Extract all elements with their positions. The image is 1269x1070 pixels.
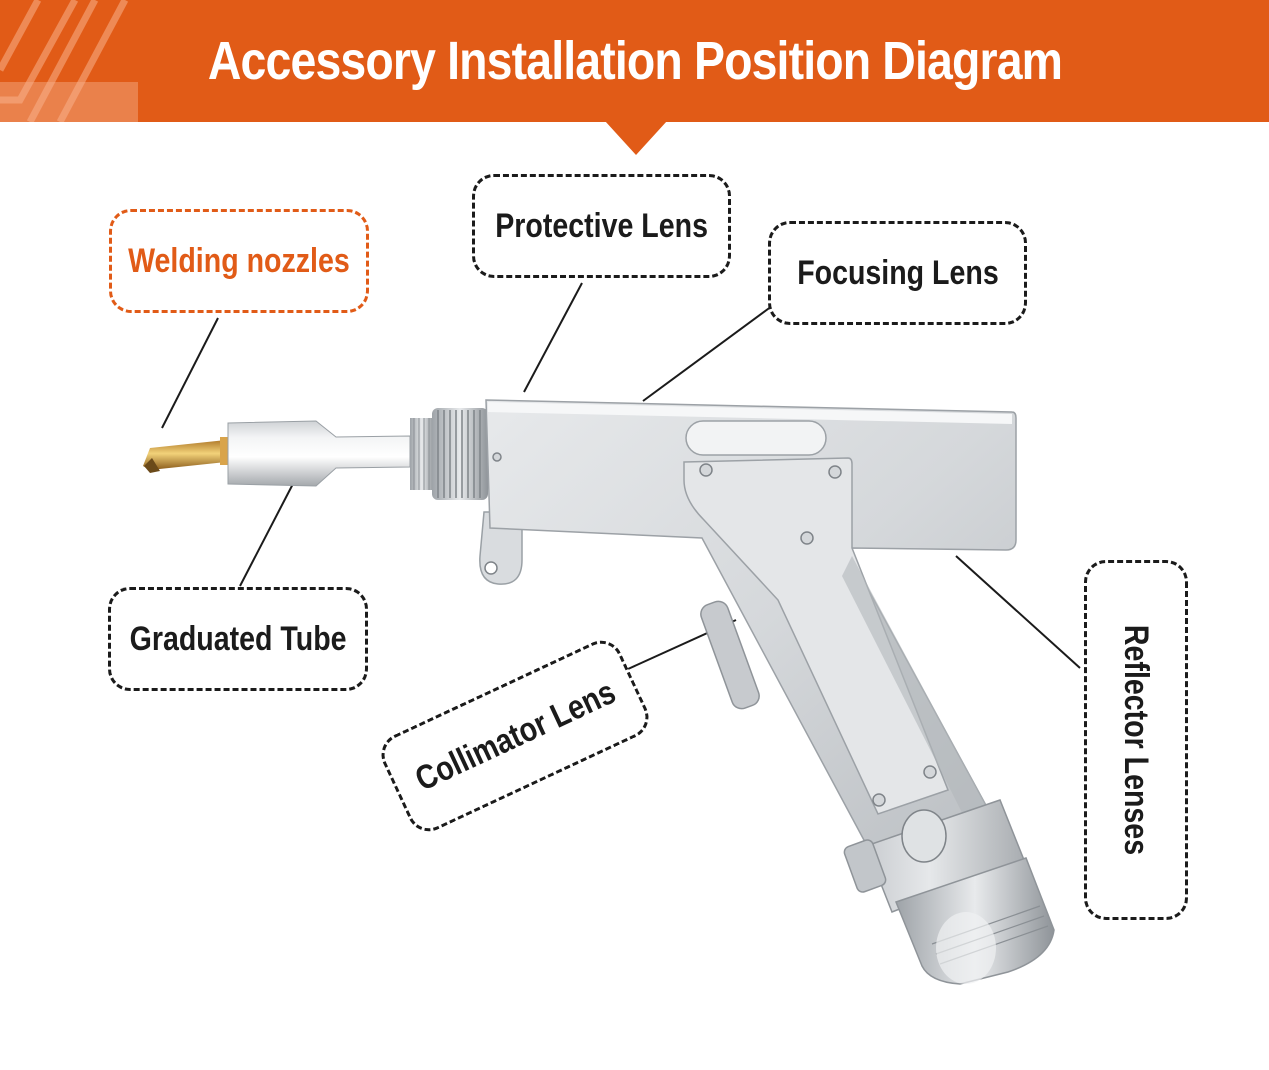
protective-lens-text: Protective Lens [495, 206, 708, 245]
graduated-tube-label: Graduated Tube [108, 587, 368, 691]
focusing-lens-label: Focusing Lens [768, 221, 1027, 325]
leader-lines [161, 282, 1081, 670]
welding-nozzles-text: Welding nozzles [128, 241, 350, 280]
banner-pointer [605, 121, 667, 155]
focusing-lens-text: Focusing Lens [796, 253, 999, 292]
reflector-lenses-label: Reflector Lenses [1084, 560, 1188, 920]
header-banner: Accessory Installation Position Diagram [0, 0, 1269, 122]
page-title: Accessory Installation Position Diagram [207, 31, 1063, 91]
protective-lens-label: Protective Lens [472, 174, 731, 278]
graduated-tube-text: Graduated Tube [129, 619, 347, 658]
stripe-pattern-icon [0, 0, 138, 122]
welding-nozzles-label: Welding nozzles [109, 209, 369, 313]
reflector-lenses-text: Reflector Lenses [1117, 624, 1156, 856]
